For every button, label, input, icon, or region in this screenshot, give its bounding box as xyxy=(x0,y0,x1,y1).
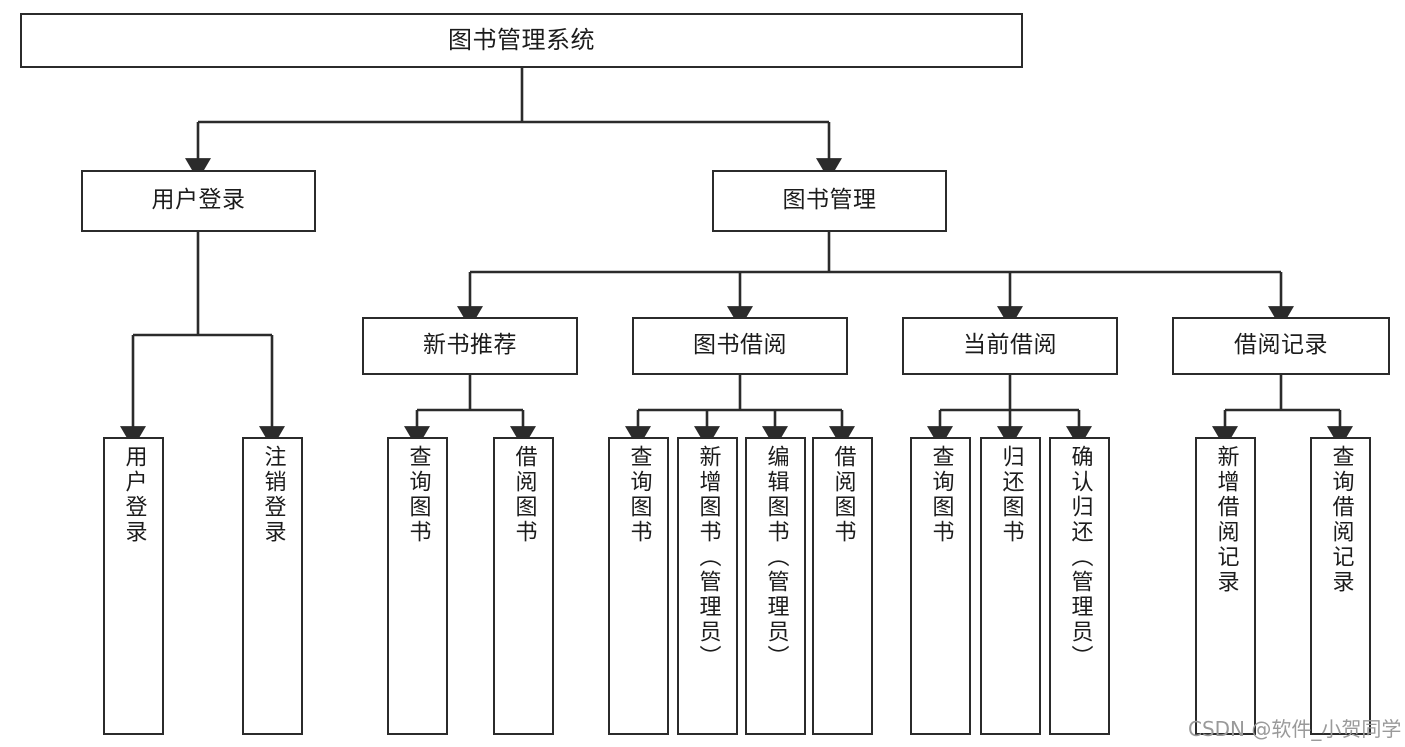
node-label: 借阅图书 xyxy=(830,445,856,545)
node-book-management[interactable]: 图书管理 xyxy=(712,170,947,232)
leaf-current-borrow-confirm-return[interactable]: 确认归还（管理员） xyxy=(1049,437,1110,735)
node-root-system[interactable]: 图书管理系统 xyxy=(20,13,1023,68)
node-label: 图书借阅 xyxy=(693,332,787,359)
node-user-login[interactable]: 用户登录 xyxy=(81,170,316,232)
leaf-new-book-borrow[interactable]: 借阅图书 xyxy=(493,437,554,735)
node-label: 图书管理 xyxy=(782,187,877,214)
leaf-user-login-signin[interactable]: 用户登录 xyxy=(103,437,164,735)
leaf-current-borrow-return[interactable]: 归还图书 xyxy=(980,437,1041,735)
node-label: 查询借阅记录 xyxy=(1328,445,1354,595)
node-book-borrow[interactable]: 图书借阅 xyxy=(632,317,848,375)
leaf-book-borrow-edit[interactable]: 编辑图书（管理员） xyxy=(745,437,806,735)
node-label: 新增借阅记录 xyxy=(1213,445,1239,595)
node-label: 归还图书 xyxy=(998,445,1024,545)
node-label: 查询图书 xyxy=(626,445,652,545)
leaf-new-book-query[interactable]: 查询图书 xyxy=(387,437,448,735)
node-label: 用户登录 xyxy=(121,445,147,545)
node-label: 新增图书（管理员） xyxy=(695,445,721,670)
node-label: 注销登录 xyxy=(260,445,286,545)
node-label: 查询图书 xyxy=(928,445,954,545)
leaf-current-borrow-query[interactable]: 查询图书 xyxy=(910,437,971,735)
leaf-borrow-record-query[interactable]: 查询借阅记录 xyxy=(1310,437,1371,735)
node-label: 编辑图书（管理员） xyxy=(763,445,789,670)
leaf-user-login-signout[interactable]: 注销登录 xyxy=(242,437,303,735)
node-label: 确认归还（管理员） xyxy=(1067,445,1093,670)
node-label: 查询图书 xyxy=(405,445,431,545)
leaf-book-borrow-borrow[interactable]: 借阅图书 xyxy=(812,437,873,735)
leaf-borrow-record-add[interactable]: 新增借阅记录 xyxy=(1195,437,1256,735)
leaf-book-borrow-query[interactable]: 查询图书 xyxy=(608,437,669,735)
node-new-book-recommend[interactable]: 新书推荐 xyxy=(362,317,578,375)
node-label: 用户登录 xyxy=(151,187,246,214)
watermark-text: CSDN @软件_小贺同学 xyxy=(1188,717,1402,741)
node-label: 借阅图书 xyxy=(511,445,537,545)
node-label: 当前借阅 xyxy=(963,332,1057,359)
node-current-borrow[interactable]: 当前借阅 xyxy=(902,317,1118,375)
node-label: 图书管理系统 xyxy=(448,26,595,55)
node-label: 借阅记录 xyxy=(1234,332,1328,359)
leaf-book-borrow-add[interactable]: 新增图书（管理员） xyxy=(677,437,738,735)
node-label: 新书推荐 xyxy=(423,332,517,359)
node-borrow-record[interactable]: 借阅记录 xyxy=(1172,317,1390,375)
